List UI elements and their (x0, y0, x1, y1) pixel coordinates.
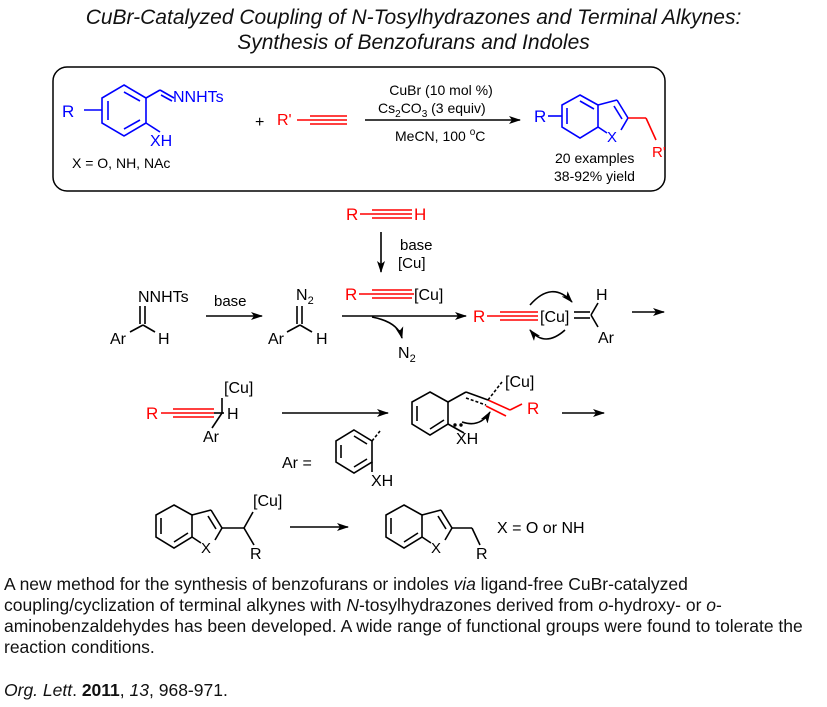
mech-ar-definition: Ar = (282, 455, 312, 472)
hydrazone-reactant (84, 84, 175, 137)
mech-carbene-cu: [Cu] (540, 309, 569, 326)
mech-aryl-ring (335, 429, 381, 474)
title-line-2: Synthesis of Benzofurans and Indoles (237, 31, 590, 54)
condition-cubr: CuBr (10 mol %) (389, 82, 492, 98)
product-r-label: R (534, 107, 546, 126)
mech-base-label-2: base (214, 293, 247, 310)
examples-count: 20 examples (555, 150, 634, 166)
summary-paragraph: A new method for the synthesis of benzof… (4, 574, 803, 657)
box-r-prime-label: R' (277, 112, 292, 129)
mech-acetylide-cu: [Cu] (414, 287, 443, 304)
box-nnhts-label: NNHTs (173, 89, 224, 106)
migration-curve-bottom (529, 329, 566, 342)
mech-allene-xh: XH (456, 431, 478, 448)
mech-ar-2: Ar (268, 331, 285, 348)
mech-propargyl-h: H (227, 406, 239, 423)
final-x-note: X = O or NH (497, 520, 585, 537)
mech-diazo (286, 306, 313, 333)
summary-box (52, 66, 666, 192)
mech-final-product (385, 504, 481, 549)
mech-acetylide-r: R (345, 285, 357, 304)
mech-final-r: R (476, 546, 488, 563)
mech-alkyne-top (360, 209, 412, 219)
mech-carbene-h: H (596, 287, 608, 304)
mech-propargyl-cu: [Cu] (224, 380, 253, 397)
condition-solvent: MeCN, 100 oC (395, 127, 485, 144)
mech-h-1: H (158, 331, 170, 348)
condition-base: Cs2CO3 (3 equiv) (378, 100, 486, 120)
mech-ar-1: Ar (110, 331, 127, 348)
mech-allene-r: R (527, 399, 539, 418)
mech-propargyl (161, 398, 224, 429)
mech-carbene-ar: Ar (598, 330, 615, 347)
mech-alkyne-r: R (346, 205, 358, 224)
mech-cyclized-x: X (201, 540, 211, 557)
mech-aryl-xh: XH (371, 473, 393, 490)
mech-allene-cu: [Cu] (505, 374, 534, 391)
mech-allene-intermediate (411, 381, 523, 436)
mech-propargyl-ar: Ar (203, 429, 220, 446)
mech-cyclized-copper (155, 504, 255, 549)
mech-hydrazone (129, 306, 156, 333)
mech-propargyl-r: R (146, 404, 158, 423)
n2-loss-curve (371, 316, 404, 339)
lone-pair-dot (453, 423, 457, 427)
cyclization-curve (461, 411, 491, 425)
migration-curve-top (529, 290, 573, 306)
mech-diazo-n: N2 (296, 287, 314, 307)
title-line-1: CuBr-Catalyzed Coupling of N-Tosylhydraz… (85, 6, 742, 29)
box-product (548, 94, 657, 141)
mech-cu-label-1: [Cu] (398, 255, 426, 272)
box-xh-label: XH (150, 133, 172, 150)
reaction-scheme: R NNHTs XH X = O, NH, NAc + R' CuBr (10 … (52, 66, 666, 563)
mech-carbene-alkyne (487, 311, 538, 321)
mech-alkyne-h: H (414, 205, 426, 224)
mech-acetylide (359, 289, 414, 299)
mech-carbene-r: R (473, 307, 485, 326)
terminal-alkyne (297, 115, 347, 125)
mech-base-label-1: base (400, 237, 433, 254)
mech-final-x: X (431, 540, 441, 557)
mech-h-2: H (316, 331, 328, 348)
mech-cyclized-cu: [Cu] (253, 493, 282, 510)
box-x-definition: X = O, NH, NAc (72, 155, 170, 171)
lone-pair-dot (459, 423, 463, 427)
mech-cyclized-r: R (250, 546, 262, 563)
mech-n2-loss: N2 (398, 345, 416, 365)
box-r-label: R (62, 102, 74, 121)
mech-carbene-double-bond (574, 302, 599, 328)
product-r-prime-label: R' (652, 144, 666, 161)
mech-nnhts: NNHTs (138, 289, 189, 306)
citation: Org. Lett. 2011, 13, 968-971. (4, 680, 228, 700)
product-x-label: X (607, 129, 617, 146)
plus-sign: + (255, 114, 264, 131)
yield-range: 38-92% yield (554, 168, 635, 184)
